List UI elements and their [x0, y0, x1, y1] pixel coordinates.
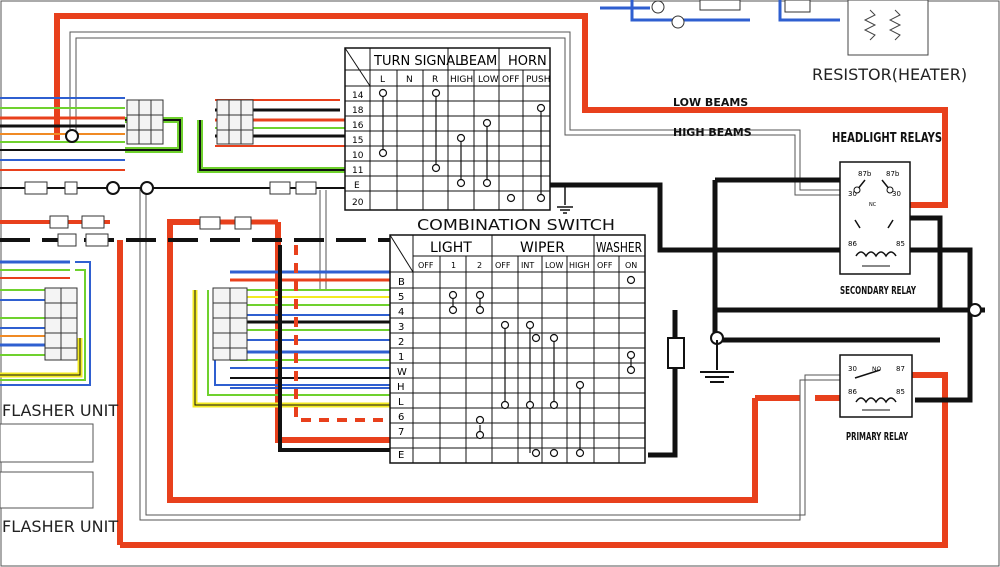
svg-text:87b: 87b: [886, 170, 900, 178]
svg-text:HIGH: HIGH: [569, 261, 590, 270]
svg-text:L: L: [398, 397, 404, 408]
junction-node: [968, 303, 982, 317]
inline-fuses-center: [199, 216, 252, 230]
svg-text:N: N: [406, 75, 413, 85]
svg-text:6: 6: [398, 412, 404, 423]
headlight-relays-label: HEADLIGHT RELAYS: [832, 131, 942, 146]
resistor-label: RESISTOR(HEATER): [812, 65, 967, 84]
combination-switch-title: COMBINATION SWITCH: [417, 216, 615, 234]
svg-text:20: 20: [352, 198, 364, 208]
connector-left: [44, 287, 78, 361]
svg-text:OFF: OFF: [495, 261, 511, 270]
svg-text:18: 18: [352, 106, 364, 116]
combination-switch-table: LIGHT WIPER WASHER OFF 1 2 OFF INT LOW H…: [389, 234, 646, 464]
svg-text:L: L: [380, 75, 385, 85]
svg-text:HIGH: HIGH: [450, 75, 473, 85]
svg-text:87: 87: [896, 365, 905, 373]
top-left-harness: [0, 97, 345, 189]
ground-symbol-top: [557, 185, 573, 214]
svg-text:85: 85: [896, 388, 905, 396]
svg-text:10: 10: [352, 151, 364, 161]
svg-text:5: 5: [398, 292, 404, 303]
red-main-wire: [54, 13, 948, 548]
svg-text:OFF: OFF: [502, 75, 519, 85]
svg-text:16: 16: [352, 121, 364, 131]
svg-text:W: W: [397, 367, 407, 378]
svg-text:E: E: [398, 450, 404, 461]
svg-text:PUSH: PUSH: [526, 75, 551, 85]
ground-symbol: [700, 340, 734, 383]
group-horn: HORN: [508, 54, 547, 69]
svg-text:NO: NO: [872, 366, 881, 373]
svg-text:NC: NC: [869, 202, 877, 208]
diode: [667, 337, 685, 369]
low-beams-label: LOW BEAMS: [673, 96, 748, 109]
svg-text:B: B: [398, 277, 405, 288]
top-switch-table: TURN SIGNAL BEAM HORN L N R HIGH LOW OFF…: [344, 47, 551, 211]
connector-center: [212, 287, 248, 361]
svg-text:OFF: OFF: [597, 261, 613, 270]
heater-resistor-fragment: [600, 0, 929, 56]
svg-text:4: 4: [398, 307, 404, 318]
svg-text:15: 15: [352, 136, 363, 146]
svg-text:E: E: [354, 181, 360, 191]
svg-text:30: 30: [848, 190, 857, 198]
svg-text:LOW: LOW: [478, 75, 499, 85]
svg-text:14: 14: [352, 91, 364, 101]
svg-text:INT: INT: [521, 261, 534, 270]
group-turn-signal: TURN SIGNAL: [373, 54, 463, 69]
flasher-unit-label-1: FLASHER UNIT: [2, 401, 118, 420]
svg-text:ON: ON: [625, 261, 637, 270]
flasher-unit-label-2: FLASHER UNIT: [2, 517, 118, 536]
primary-relay-label: PRIMARY RELAY: [846, 430, 909, 443]
svg-text:87b: 87b: [858, 170, 872, 178]
connector-top-left-1: [126, 99, 164, 145]
svg-text:86: 86: [848, 388, 857, 396]
svg-text:11: 11: [352, 166, 363, 176]
group-light: LIGHT: [430, 240, 472, 256]
svg-text:30: 30: [892, 190, 901, 198]
flasher-unit-box-2: [0, 471, 94, 509]
inline-fuses-top: [24, 129, 317, 195]
high-beams-label: HIGH BEAMS: [673, 126, 752, 139]
group-beam: BEAM: [460, 54, 497, 69]
svg-text:1: 1: [451, 261, 456, 270]
svg-text:86: 86: [848, 240, 857, 248]
svg-text:3: 3: [398, 322, 404, 333]
svg-text:7: 7: [398, 427, 404, 438]
svg-text:OFF: OFF: [418, 261, 434, 270]
primary-relay: 30 NO 87 86 85: [839, 354, 913, 418]
svg-text:2: 2: [477, 261, 482, 270]
white-wires: [69, 31, 845, 521]
black-wires-right: [545, 177, 985, 458]
svg-text:1: 1: [398, 352, 404, 363]
svg-text:H: H: [397, 382, 405, 393]
connector-top-left-2: [216, 99, 254, 145]
group-wiper: WIPER: [520, 240, 565, 256]
svg-text:R: R: [432, 75, 438, 85]
svg-text:30: 30: [848, 365, 857, 373]
secondary-relay: 87b 87b 30 30 NC 86 85: [839, 161, 911, 275]
svg-text:85: 85: [896, 240, 905, 248]
flasher-unit-box-1: [0, 423, 94, 463]
inline-fuses-left: [49, 215, 109, 247]
group-washer: WASHER: [596, 241, 642, 256]
secondary-relay-label: SECONDARY RELAY: [840, 284, 917, 297]
svg-text:2: 2: [398, 337, 404, 348]
svg-text:LOW: LOW: [545, 261, 563, 270]
